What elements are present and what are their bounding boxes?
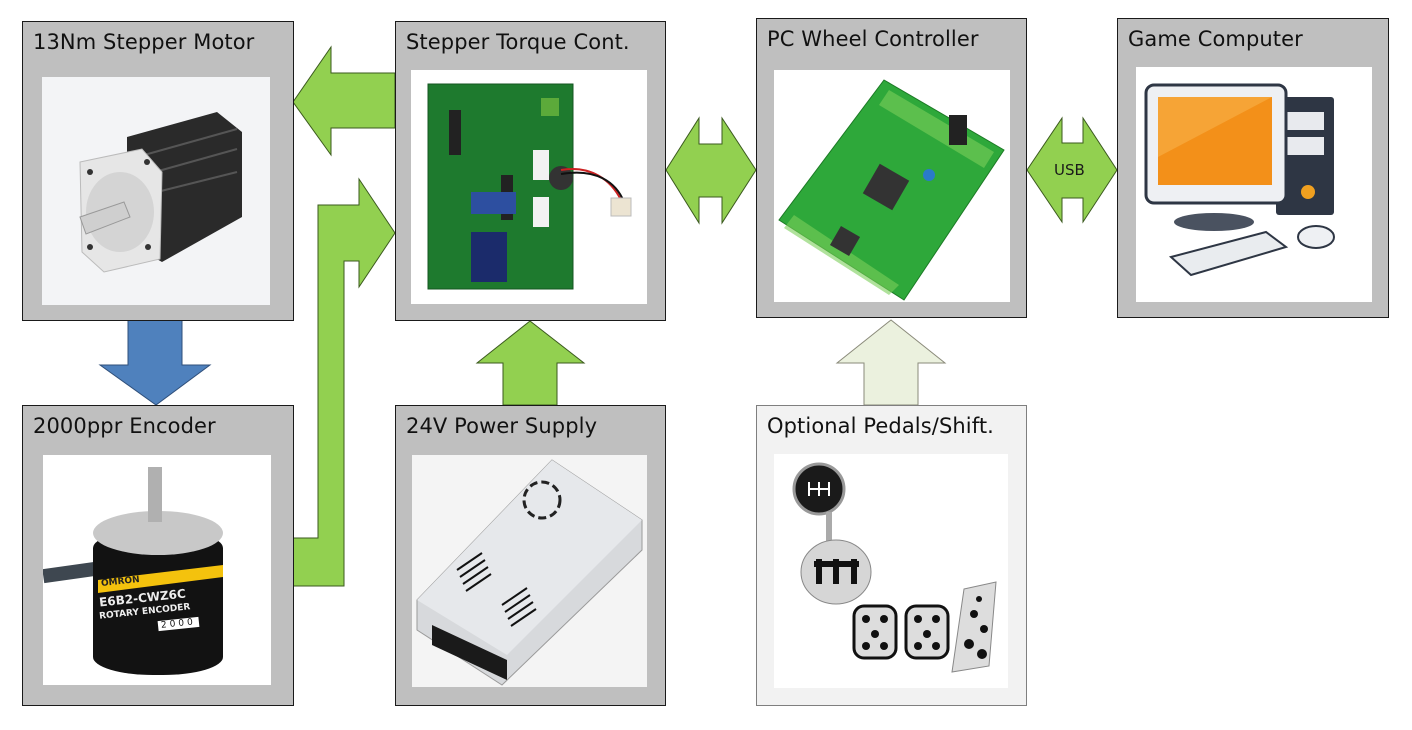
arrow-torque-wheel-bidirectional [665, 116, 757, 225]
power-supply-photo [412, 455, 647, 687]
shifter-pedals-icon [792, 462, 997, 673]
pcb-icon [427, 83, 632, 290]
rotary-encoder-photo: OMRON E6B2-CWZ6C ROTARY ENCODER 2000 [43, 455, 271, 685]
shifter-and-pedals-illustration [774, 454, 1008, 688]
usb-label: USB [1054, 161, 1085, 179]
block-title: Game Computer [1128, 27, 1303, 51]
block-game-computer: Game Computer [1117, 18, 1389, 318]
block-pedals-optional: Optional Pedals/Shift. [756, 405, 1027, 706]
block-torque-controller: Stepper Torque Cont. [395, 21, 666, 321]
encoder-icon [43, 467, 223, 675]
block-stepper-motor: 13Nm Stepper Motor [22, 21, 294, 321]
block-title: PC Wheel Controller [767, 27, 979, 51]
block-title: Optional Pedals/Shift. [767, 414, 994, 438]
arrow-encoder-to-torque [292, 177, 396, 587]
block-title: 24V Power Supply [406, 414, 598, 438]
block-power-supply: 24V Power Supply [395, 405, 666, 706]
desktop-computer-illustration [1136, 67, 1372, 302]
pcb-board-photo [411, 70, 647, 304]
block-title: 13Nm Stepper Motor [33, 30, 255, 54]
stepper-motor-icon [79, 112, 242, 273]
discovery-board-photo [774, 70, 1010, 302]
block-title: Stepper Torque Cont. [406, 30, 630, 54]
arrow-power-to-torque [475, 320, 586, 406]
dev-board-icon [778, 79, 1005, 301]
arrow-pedals-to-wheel [835, 319, 947, 406]
block-wheel-controller: PC Wheel Controller [756, 18, 1027, 318]
computer-icon [1144, 83, 1335, 277]
power-supply-icon [416, 459, 643, 686]
block-title: 2000ppr Encoder [33, 414, 216, 438]
stepper-motor-photo [42, 77, 270, 305]
block-encoder: 2000ppr Encoder OMRON E6B2-CWZ6C ROTARY … [22, 405, 294, 706]
arrow-motor-to-encoder [98, 319, 212, 406]
arrow-torque-to-motor [292, 45, 396, 157]
